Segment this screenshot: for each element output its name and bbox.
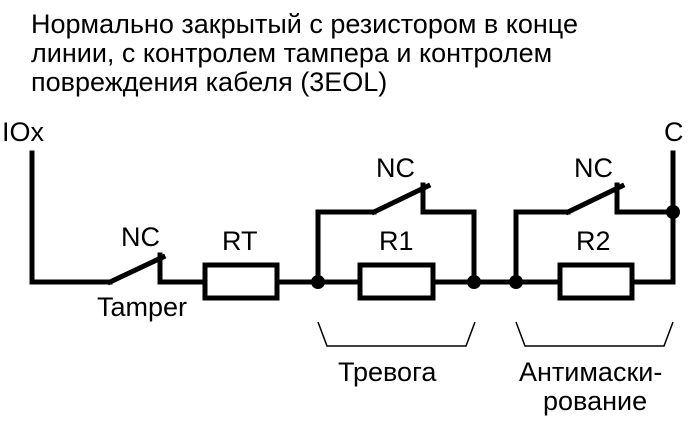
tamper-contact-blade <box>106 253 167 286</box>
wire-r1-upper-left <box>315 209 377 285</box>
antimask-bracket <box>515 321 674 347</box>
zone-antimask-label-line-2: рование <box>543 386 647 416</box>
mask-nc-label: NC <box>574 153 613 183</box>
resistor-r1-label: R1 <box>379 226 414 256</box>
title-line-3: повреждения кабеля (3EOL) <box>31 67 388 97</box>
diagram-title: Нормально закрытый с резистором в конце … <box>31 10 681 97</box>
zone-antimask-label-line-1: Антимаски- <box>519 357 662 387</box>
alarm-contact-blade <box>370 182 432 216</box>
wire-r2-upper-left <box>513 209 571 285</box>
resistor-rt <box>202 262 280 301</box>
resistor-r1 <box>357 262 436 301</box>
wire-r2-to-c <box>629 150 676 285</box>
wire-iox-to-tamper <box>29 150 113 285</box>
junction-dot <box>311 275 325 289</box>
mask-contact-blade <box>564 182 626 216</box>
alarm-nc-label: NC <box>376 153 415 183</box>
title-line-1: Нормально закрытый с резистором в конце <box>31 9 578 39</box>
terminal-iox-label: IOx <box>2 117 45 147</box>
title-line-2: линии, с контролем тампера и контролем <box>31 38 553 68</box>
resistor-r2 <box>557 262 635 301</box>
zone-alarm-label: Тревога <box>338 357 437 387</box>
tamper-label: Tamper <box>97 292 187 322</box>
resistor-rt-label: RT <box>222 226 258 256</box>
alarm-bracket <box>317 321 476 347</box>
junction-dot <box>666 205 680 219</box>
tamper-nc-label: NC <box>121 222 160 252</box>
resistor-r2-label: R2 <box>576 226 611 256</box>
junction-dot <box>509 275 523 289</box>
terminal-c-label: C <box>664 117 684 147</box>
wire-r1-upper-right <box>420 209 477 285</box>
